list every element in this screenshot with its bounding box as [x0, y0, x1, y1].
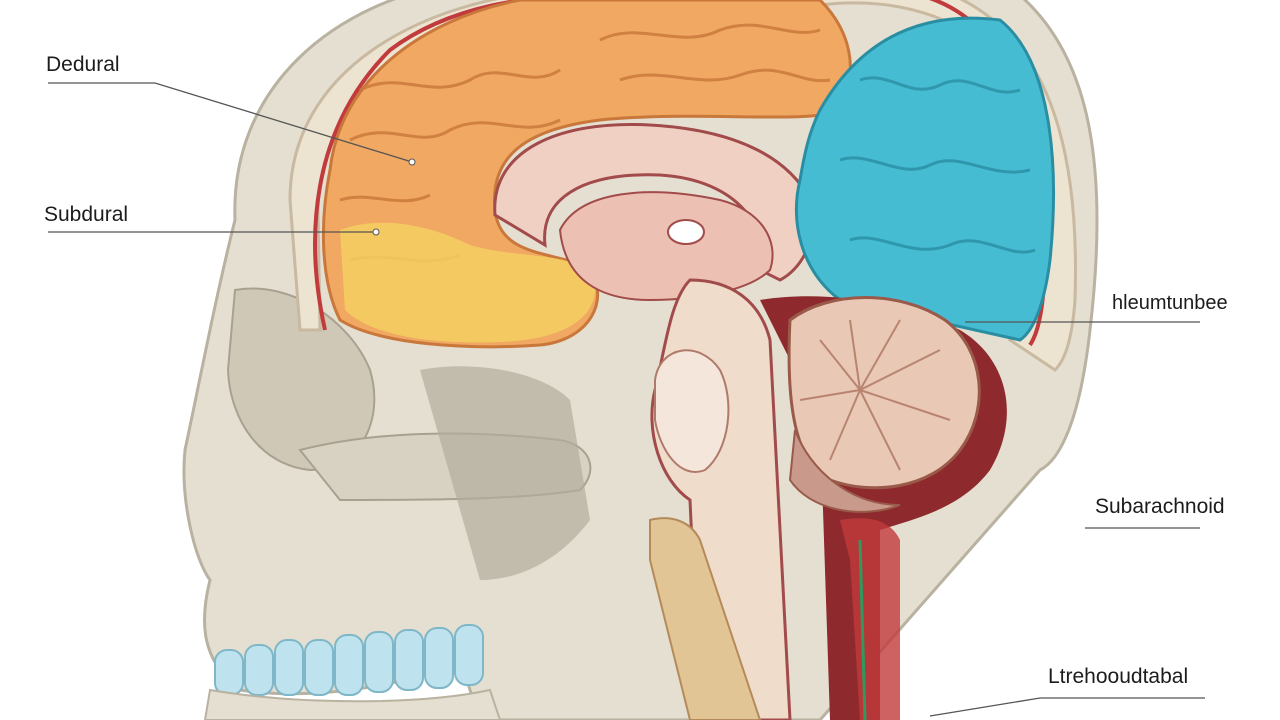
pointer-dot-dedural — [408, 158, 416, 166]
vertebral-column — [649, 517, 762, 720]
label-subarachnoid: Subarachnoid — [1095, 495, 1225, 518]
ventricle — [667, 219, 705, 245]
cerebellum-arbor — [799, 319, 951, 471]
thalamus — [558, 191, 774, 302]
pointer-dot-subdural — [372, 228, 380, 236]
label-dedural: Dedural — [46, 53, 120, 76]
leader-lines — [48, 82, 1205, 717]
leader-line-bottom-right — [929, 697, 1205, 717]
spinal-membrane-line — [858, 539, 867, 720]
label-bottom-right: Ltrehooudtabal — [1048, 665, 1189, 688]
label-right-top: hleumtunbee — [1112, 292, 1228, 314]
label-subdural: Subdural — [44, 203, 129, 226]
jaw-shadow — [420, 366, 590, 580]
cerebellum-lower-lobe — [788, 429, 901, 513]
pons — [654, 349, 730, 473]
occipital-folds — [839, 76, 1036, 254]
spinal-dura — [840, 518, 900, 720]
occipital-lobe — [794, 16, 1055, 342]
cerebrum-highlight — [340, 222, 596, 343]
teeth — [214, 624, 484, 696]
lower-jaw — [203, 688, 502, 720]
leader-line-dedural — [48, 82, 413, 163]
cerebellum — [787, 296, 981, 490]
